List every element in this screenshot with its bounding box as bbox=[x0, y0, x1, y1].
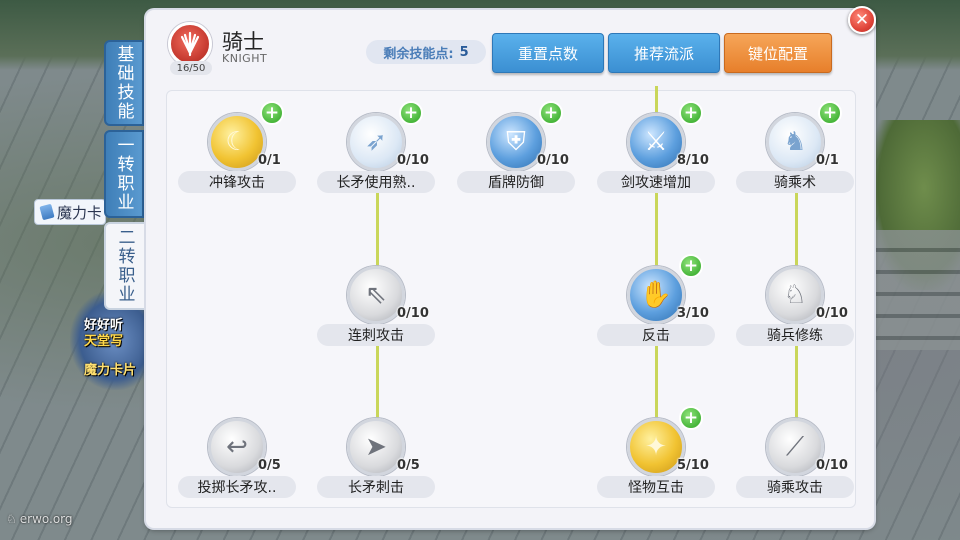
connector-line bbox=[795, 340, 798, 420]
overhead-title: 天堂写 bbox=[84, 334, 124, 349]
skill-name: 盾牌防御 bbox=[457, 171, 575, 193]
tab-first-job[interactable]: 一转职业 bbox=[104, 130, 144, 218]
riding-icon: ♞ bbox=[766, 113, 824, 171]
class-level-badge: 16/50 bbox=[170, 61, 212, 75]
connector-line bbox=[655, 188, 658, 268]
skill-sword-speed[interactable]: ⚔ + 8/10 剑攻速增加 bbox=[597, 101, 717, 213]
skill-shield-defense[interactable]: ⛨ + 0/10 盾牌防御 bbox=[457, 101, 577, 213]
card-icon bbox=[39, 203, 55, 221]
skill-name: 骑乘术 bbox=[736, 171, 854, 193]
skill-name: 剑攻速增加 bbox=[597, 171, 715, 193]
counter-attack-icon: ✋ bbox=[627, 266, 685, 324]
watermark: ♘ erwo.org bbox=[6, 512, 73, 526]
skill-name: 怪物互击 bbox=[597, 476, 715, 498]
skill-level: 0/10 bbox=[816, 458, 848, 473]
skill-name: 长矛使用熟.. bbox=[317, 171, 435, 193]
skill-spear-stab[interactable]: ➤ 0/5 长矛刺击 bbox=[317, 418, 437, 518]
watermark-text: erwo.org bbox=[19, 512, 73, 526]
add-point-button[interactable]: + bbox=[679, 101, 703, 125]
skill-level: 5/10 bbox=[677, 458, 709, 473]
skill-level: 0/5 bbox=[397, 458, 420, 473]
charge-crescent-icon: ☾ bbox=[208, 113, 266, 171]
background-stairs bbox=[870, 230, 960, 350]
connector-line bbox=[795, 188, 798, 268]
tab-basic-skills[interactable]: 基础技能 bbox=[104, 40, 144, 126]
add-point-button[interactable]: + bbox=[260, 101, 284, 125]
skill-level: 8/10 bbox=[677, 153, 709, 168]
skill-name: 骑乘攻击 bbox=[736, 476, 854, 498]
skill-mounted-attack[interactable]: ⟋ 0/10 骑乘攻击 bbox=[736, 418, 856, 518]
knight-crest-icon bbox=[180, 31, 200, 57]
skill-cavalry-training[interactable]: ♘ 0/10 骑兵修练 bbox=[736, 266, 856, 366]
skill-level: 0/10 bbox=[537, 153, 569, 168]
skill-name: 反击 bbox=[597, 324, 715, 346]
overhead-name: 好好听 bbox=[84, 318, 124, 333]
skill-level: 0/1 bbox=[258, 153, 281, 168]
skill-spear-mastery[interactable]: ➶ + 0/10 长矛使用熟.. bbox=[317, 101, 437, 213]
skill-riding[interactable]: ♞ + 0/1 骑乘术 bbox=[736, 101, 856, 213]
card-item-label[interactable]: 魔力卡片 bbox=[34, 199, 106, 225]
skill-counter-attack[interactable]: ✋ + 3/10 反击 bbox=[597, 254, 717, 366]
cavalry-training-icon: ♘ bbox=[766, 266, 824, 324]
recommend-build-button[interactable]: 推荐流派 bbox=[608, 33, 720, 73]
connector-line bbox=[376, 188, 379, 268]
keybind-config-button[interactable]: 键位配置 bbox=[724, 33, 832, 73]
overhead-guild: 魔力卡片 bbox=[84, 363, 137, 378]
skill-name: 投掷长矛攻.. bbox=[178, 476, 296, 498]
skill-pierce-combo[interactable]: ⇖ 0/10 连刺攻击 bbox=[317, 266, 437, 366]
sword-speed-icon: ⚔ bbox=[627, 113, 685, 171]
add-point-button[interactable]: + bbox=[399, 101, 423, 125]
add-point-button[interactable]: + bbox=[679, 406, 703, 430]
connector-line bbox=[655, 86, 658, 114]
skill-level: 0/1 bbox=[816, 153, 839, 168]
class-emblem-icon bbox=[168, 22, 212, 66]
skill-monster-clash[interactable]: ✦ + 5/10 怪物互击 bbox=[597, 406, 717, 518]
remaining-skill-points: 剩余技能点: 5 bbox=[366, 40, 486, 64]
connector-line bbox=[655, 340, 658, 420]
class-name-english: KNIGHT bbox=[222, 52, 268, 65]
monster-clash-icon: ✦ bbox=[627, 418, 685, 476]
add-point-button[interactable]: + bbox=[818, 101, 842, 125]
skill-charge-attack[interactable]: ☾ + 0/1 冲锋攻击 bbox=[178, 101, 298, 213]
skill-name: 冲锋攻击 bbox=[178, 171, 296, 193]
connector-line bbox=[376, 340, 379, 422]
skill-name: 长矛刺击 bbox=[317, 476, 435, 498]
skill-level: 0/10 bbox=[397, 306, 429, 321]
spear-stab-icon: ➤ bbox=[347, 418, 405, 476]
points-label: 剩余技能点: bbox=[383, 46, 454, 62]
skill-level: 0/10 bbox=[816, 306, 848, 321]
class-name: 骑士 bbox=[222, 30, 264, 54]
skill-spear-throw[interactable]: ↩ 0/5 投掷长矛攻.. bbox=[178, 418, 298, 518]
skill-level: 0/10 bbox=[397, 153, 429, 168]
close-button[interactable]: ✕ bbox=[848, 6, 876, 34]
spear-throw-icon: ↩ bbox=[208, 418, 266, 476]
shield-defense-icon: ⛨ bbox=[487, 113, 545, 171]
add-point-button[interactable]: + bbox=[679, 254, 703, 278]
reset-points-button[interactable]: 重置点数 bbox=[492, 33, 604, 73]
watermark-logo-icon: ♘ bbox=[6, 512, 17, 526]
skill-name: 骑兵修练 bbox=[736, 324, 854, 346]
skill-level: 0/5 bbox=[258, 458, 281, 473]
skill-name: 连刺攻击 bbox=[317, 324, 435, 346]
skill-level: 3/10 bbox=[677, 306, 709, 321]
tab-second-job[interactable]: 二转职业 bbox=[104, 222, 144, 310]
add-point-button[interactable]: + bbox=[539, 101, 563, 125]
card-item-text: 魔力卡片 bbox=[57, 203, 101, 222]
spear-mastery-icon: ➶ bbox=[347, 113, 405, 171]
pierce-combo-icon: ⇖ bbox=[347, 266, 405, 324]
mounted-attack-icon: ⟋ bbox=[766, 418, 824, 476]
points-value: 5 bbox=[459, 44, 469, 60]
